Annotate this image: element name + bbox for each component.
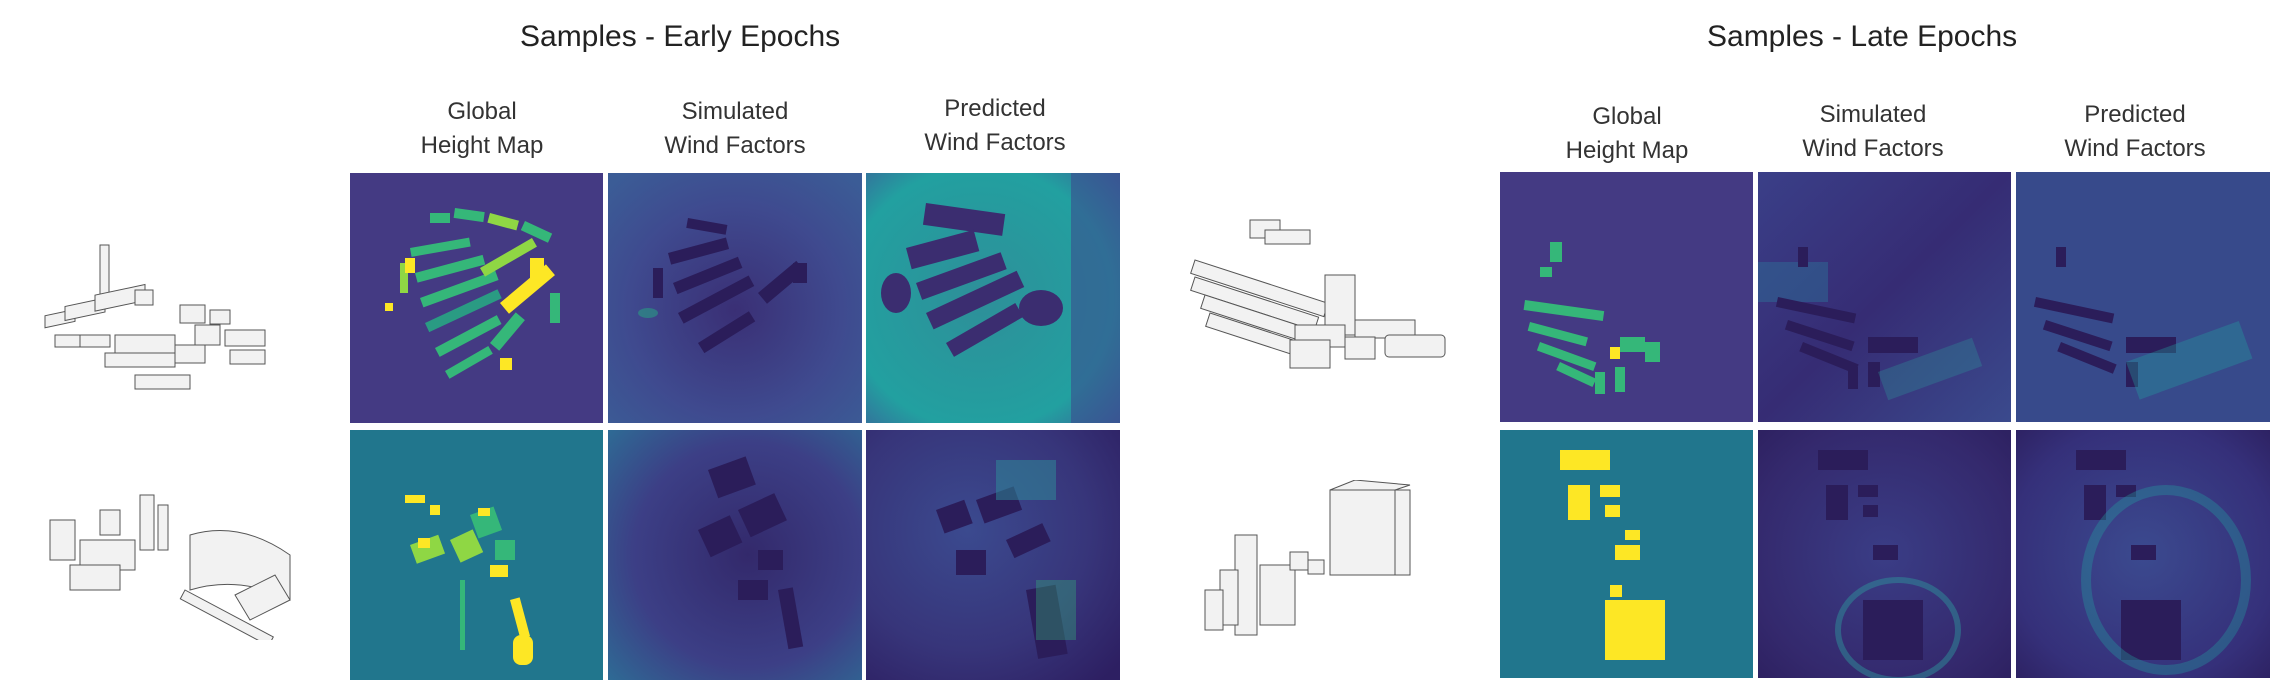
late-model-2-image [1190, 479, 1420, 650]
early-model-2-image [40, 480, 340, 647]
early-row2-simulated-wind [608, 430, 862, 680]
early-row1-predicted-wind [866, 173, 1120, 423]
late-model-1-image [1185, 215, 1460, 385]
late-row2-predicted-wind [2016, 430, 2270, 678]
early-row1-simulated-wind [608, 173, 862, 423]
early-row2-predicted-wind [866, 430, 1120, 680]
late-row2-simulated-wind [1758, 430, 2011, 678]
early-epochs-title: Samples - Early Epochs [520, 20, 841, 53]
early-row1-height-map [350, 173, 603, 423]
late-row1-predicted-wind [2016, 172, 2270, 422]
late-row1-simulated-wind [1758, 172, 2011, 422]
early-row2-height-map [350, 430, 603, 680]
late-row1-height-map [1500, 172, 1753, 422]
late-epochs-title: Samples - Late Epochs [1707, 20, 2018, 53]
late-row2-height-map [1500, 430, 1753, 678]
early-model-1-image [25, 235, 280, 395]
